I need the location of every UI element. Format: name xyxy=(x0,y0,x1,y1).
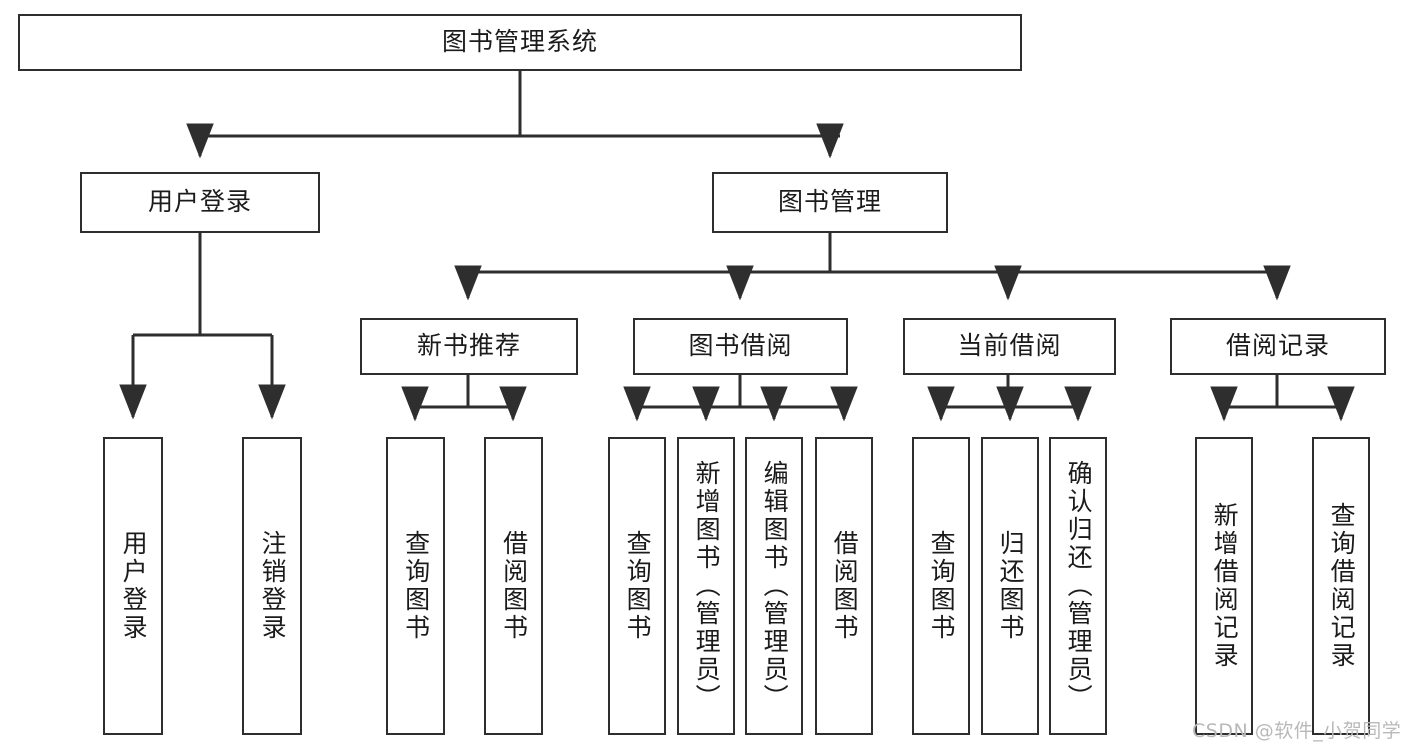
node-label: 新书推荐 xyxy=(416,331,521,361)
node-label: 归还图书 xyxy=(996,530,1026,642)
node-user-login[interactable]: 用户登录 xyxy=(80,172,320,233)
node-label: 确认归还（管理员） xyxy=(1064,460,1094,712)
leaf-new-book-query-books[interactable]: 查询图书 xyxy=(386,437,445,735)
node-borrowing-records[interactable]: 借阅记录 xyxy=(1170,318,1386,375)
node-label: 借阅记录 xyxy=(1225,331,1330,361)
leaf-borrow-add-book-admin[interactable]: 新增图书（管理员） xyxy=(677,437,735,735)
leaf-borrow-borrow-books[interactable]: 借阅图书 xyxy=(815,437,873,735)
node-label: 查询图书 xyxy=(927,530,957,642)
leaf-user-login-login[interactable]: 用户登录 xyxy=(103,437,163,735)
node-label: 借阅图书 xyxy=(499,530,529,642)
node-label: 编辑图书（管理员） xyxy=(760,460,790,712)
node-label: 图书管理系统 xyxy=(441,27,598,57)
leaf-record-query-borrow-record[interactable]: 查询借阅记录 xyxy=(1312,437,1370,735)
node-label: 查询借阅记录 xyxy=(1327,502,1357,670)
csdn-watermark: CSDN @软件_小贺同学 xyxy=(1192,720,1402,742)
leaf-new-book-borrow-books[interactable]: 借阅图书 xyxy=(484,437,543,735)
node-label: 图书借阅 xyxy=(688,331,793,361)
leaf-borrow-query-books[interactable]: 查询图书 xyxy=(608,437,666,735)
node-label: 图书管理 xyxy=(777,187,882,217)
node-label: 用户登录 xyxy=(147,187,252,217)
node-book-management[interactable]: 图书管理 xyxy=(712,172,948,233)
node-label: 新增图书（管理员） xyxy=(692,460,722,712)
leaf-current-confirm-return-admin[interactable]: 确认归还（管理员） xyxy=(1049,437,1107,735)
node-label: 新增借阅记录 xyxy=(1210,502,1240,670)
leaf-borrow-edit-book-admin[interactable]: 编辑图书（管理员） xyxy=(745,437,803,735)
node-label: 当前借阅 xyxy=(957,331,1062,361)
node-label: 查询图书 xyxy=(401,530,431,642)
node-label: 查询图书 xyxy=(623,530,653,642)
node-new-book-recommendation[interactable]: 新书推荐 xyxy=(360,318,578,375)
node-root-book-management-system[interactable]: 图书管理系统 xyxy=(18,14,1022,71)
node-label: 借阅图书 xyxy=(830,530,860,642)
node-current-borrowing[interactable]: 当前借阅 xyxy=(903,318,1116,375)
leaf-current-query-books[interactable]: 查询图书 xyxy=(912,437,970,735)
leaf-record-add-borrow-record[interactable]: 新增借阅记录 xyxy=(1195,437,1253,735)
leaf-current-return-books[interactable]: 归还图书 xyxy=(981,437,1039,735)
node-label: 用户登录 xyxy=(119,530,149,642)
leaf-user-login-logout[interactable]: 注销登录 xyxy=(242,437,302,735)
node-book-borrowing[interactable]: 图书借阅 xyxy=(633,318,848,375)
node-label: 注销登录 xyxy=(258,530,288,642)
